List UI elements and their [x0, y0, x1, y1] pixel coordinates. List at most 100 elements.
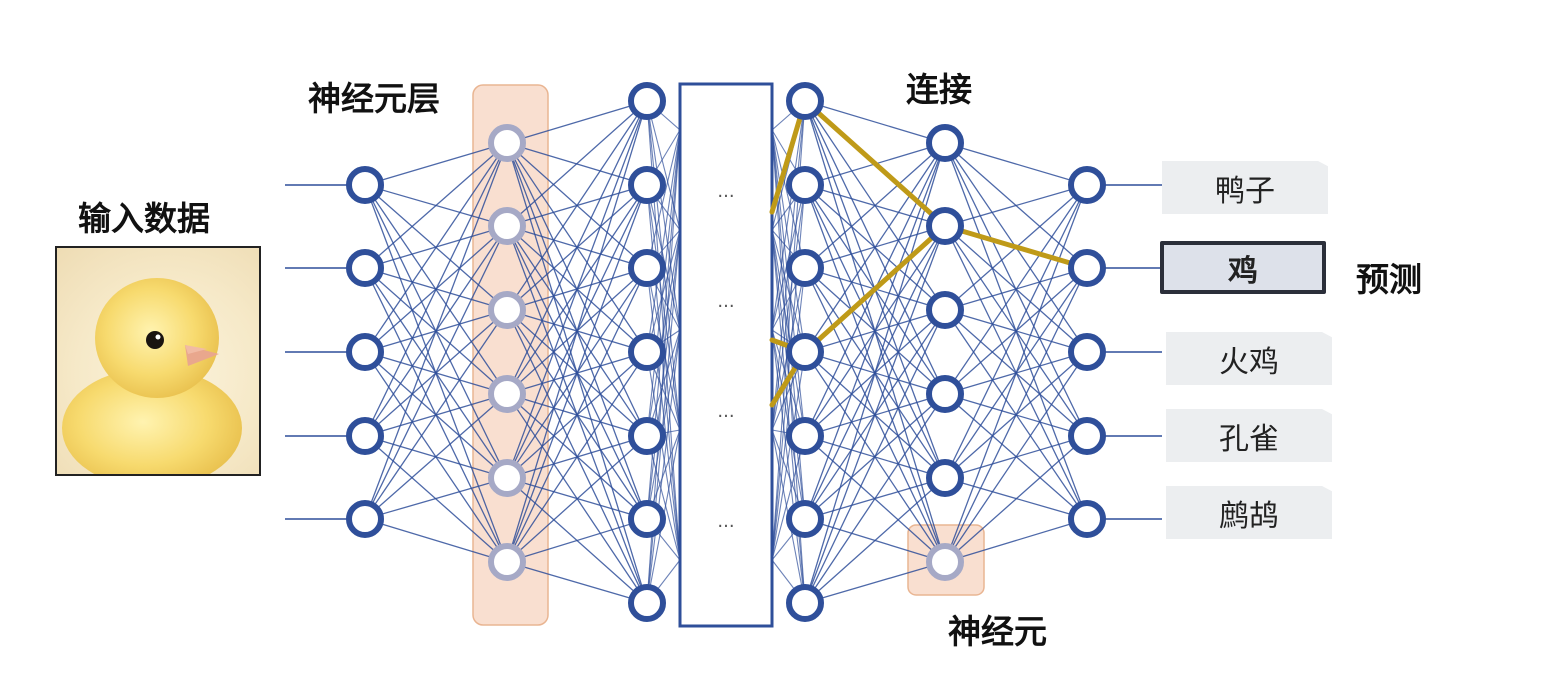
connection-line: [364, 309, 508, 520]
connection-line: [804, 142, 946, 353]
input-data-label: 输入数据: [78, 199, 210, 238]
connection-line: [771, 329, 806, 520]
connection-line: [944, 267, 1088, 563]
connection-line: [506, 184, 648, 563]
neuron-node: [926, 124, 964, 162]
connection-line: [506, 100, 648, 395]
connection-line: [646, 229, 681, 437]
connection-line: [646, 184, 681, 431]
connection-label: 连接: [906, 70, 972, 109]
highlight-connection: [769, 98, 808, 215]
connection-line: [364, 142, 508, 186]
faded-neuron-node: [488, 207, 526, 245]
connection-line: [944, 184, 1088, 563]
connection-line: [364, 142, 508, 353]
neuron-node: [346, 500, 384, 538]
neuron-node: [628, 333, 666, 371]
neuron-node: [926, 459, 964, 497]
input-image: [55, 246, 261, 476]
faded-neuron-node: [488, 124, 526, 162]
connection-line: [804, 142, 946, 604]
connection-line: [506, 100, 648, 479]
neuron-node: [786, 333, 824, 371]
neuron-node: [346, 249, 384, 287]
highlight-connection: [802, 223, 948, 355]
highlight-connection: [942, 223, 1090, 271]
connection-line: [804, 477, 946, 604]
ellipsis-text: ...: [717, 291, 734, 312]
neuron-node: [628, 500, 666, 538]
neuron-node: [786, 82, 824, 120]
connection-line: [944, 518, 1088, 563]
connection-line: [771, 184, 806, 331]
connection-line: [506, 518, 648, 563]
connection-line: [804, 100, 946, 144]
connection-line: [506, 435, 648, 563]
connection-line: [364, 225, 508, 520]
neuron-node: [628, 249, 666, 287]
connection-line: [944, 184, 1088, 395]
connection-line: [944, 142, 1088, 186]
connection-line: [364, 518, 508, 563]
connection-line: [804, 309, 946, 604]
connection-line: [506, 100, 648, 311]
connection-line: [771, 100, 806, 331]
neuron-node: [346, 166, 384, 204]
neuron-node: [926, 291, 964, 329]
output-label: 鸭子: [1215, 173, 1275, 209]
connection-line: [646, 229, 681, 353]
ellipsis-text: ...: [717, 511, 734, 532]
connection-line: [804, 142, 946, 269]
output-label: 鸡: [1228, 253, 1258, 289]
neuron-node: [628, 584, 666, 622]
hidden-layers-box: [678, 82, 774, 628]
connection-line: [364, 477, 508, 520]
connection-line: [364, 393, 508, 520]
output-box-chicken-selected: 鸡: [1160, 241, 1326, 294]
connection-line: [771, 129, 806, 269]
connection-line: [944, 351, 1088, 563]
connection-line: [771, 229, 806, 353]
neuron-label: 神经元: [948, 612, 1047, 651]
connection-line: [646, 100, 681, 331]
ellipsis-text: ...: [717, 181, 734, 202]
connection-line: [506, 100, 648, 227]
connection-line: [944, 184, 1088, 479]
connection-line: [771, 129, 806, 353]
connection-line: [804, 393, 946, 604]
output-label: 孔雀: [1219, 421, 1279, 457]
neuron-node: [1068, 500, 1106, 538]
neuron-node: [926, 375, 964, 413]
connection-line: [804, 561, 946, 604]
connection-line: [646, 329, 681, 604]
neuron-node: [926, 207, 964, 245]
connection-line: [646, 329, 681, 520]
chick-photo-icon: [62, 278, 242, 474]
neuron-layer-label: 神经元层: [308, 79, 440, 118]
neuron-node: [628, 417, 666, 455]
connection-line: [771, 229, 806, 604]
connection-line: [364, 142, 508, 437]
faded-neuron-node: [488, 375, 526, 413]
neuron-node: [1068, 249, 1106, 287]
output-label: 鹧鸪: [1219, 498, 1279, 534]
connection-line: [506, 100, 648, 563]
connection-line: [646, 129, 681, 269]
faded-neuron-node: [926, 543, 964, 581]
connection-line: [944, 435, 1088, 563]
output-box-peacock: 孔雀: [1166, 409, 1332, 462]
connection-line: [364, 142, 508, 269]
neuron-node: [786, 500, 824, 538]
connection-line: [771, 129, 806, 437]
prediction-label: 预测: [1356, 260, 1422, 299]
connection-line: [646, 229, 681, 520]
neuron-node: [1068, 333, 1106, 371]
neuron-node: [786, 584, 824, 622]
faded-neuron-node: [488, 291, 526, 329]
connection-line: [646, 129, 681, 437]
connection-line: [771, 329, 806, 604]
output-box-partridge: 鹧鸪: [1166, 486, 1332, 539]
faded-neuron-node: [488, 459, 526, 497]
output-box-turkey: 火鸡: [1166, 332, 1332, 385]
